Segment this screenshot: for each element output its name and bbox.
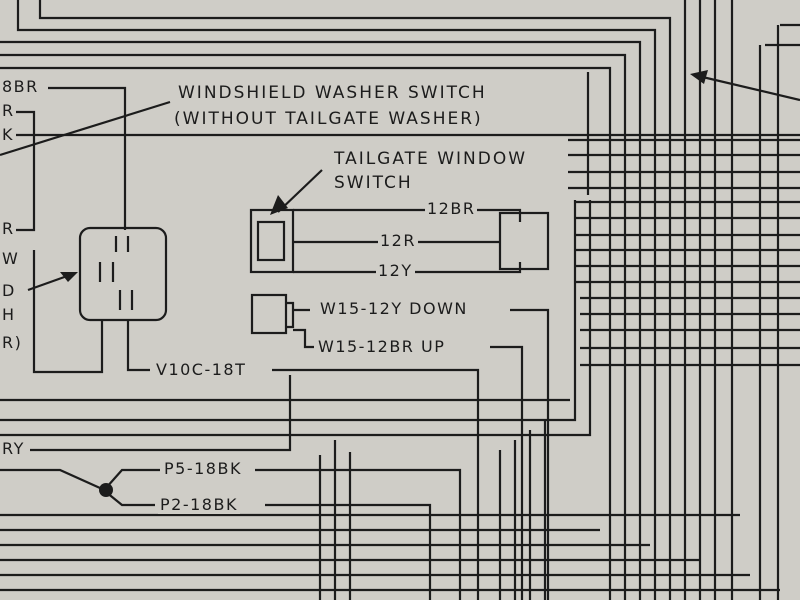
edge-label-ry: RY <box>2 439 25 458</box>
top-right-leader <box>693 73 800 102</box>
washer-switch-lead-left <box>32 250 104 374</box>
wire-frame-4 <box>0 53 627 600</box>
arrowhead-washer <box>60 272 78 282</box>
wire-label-12r: 12R <box>378 231 418 250</box>
wire-12br <box>293 208 522 222</box>
wire-p2 <box>105 491 432 600</box>
edge-label-8br: 8BR <box>2 77 39 96</box>
wire-low-2 <box>30 375 292 452</box>
washer-switch-contact-a <box>114 236 130 252</box>
wire-12y <box>293 262 522 274</box>
wire-frame-3 <box>0 40 642 600</box>
washer-switch-contact-c <box>118 290 134 310</box>
washer-leader-arrow <box>27 273 71 292</box>
wire-r-top <box>16 110 36 232</box>
edge-label-h: H <box>2 305 16 324</box>
tailgate-switch-title-2: SWITCH <box>334 173 413 193</box>
wire-up <box>293 328 524 600</box>
wire-frame-1 <box>38 0 672 600</box>
wire-label-12y: 12Y <box>376 261 415 280</box>
washer-switch-contact-b <box>98 262 115 282</box>
grid-v2 <box>0 200 592 437</box>
washer-switch-note: (WITHOUT TAILGATE WASHER) <box>174 109 483 129</box>
wire-label-p5: P5-18BK <box>162 459 244 478</box>
wire-label-v10c: V10C-18T <box>154 360 249 379</box>
tailgate-motor-box <box>498 211 550 271</box>
arrowhead-tailgate <box>270 195 288 215</box>
edge-label-d: D <box>2 281 16 300</box>
edge-label-k: K <box>2 125 14 144</box>
wire-down <box>293 308 550 600</box>
wire-v10c <box>272 368 480 600</box>
edge-label-r2: R <box>2 219 15 238</box>
washer-switch-title: WINDSHIELD WASHER SWITCH <box>178 83 487 103</box>
grid-v1 <box>0 200 577 422</box>
wire-8br <box>48 86 127 230</box>
window-lift-switch-tab <box>286 301 295 329</box>
washer-switch-lead-t <box>126 320 150 372</box>
edge-label-w: W <box>2 249 20 268</box>
window-lift-switch <box>250 293 288 335</box>
edge-label-r3: R) <box>2 333 23 352</box>
tailgate-switch-plug <box>256 220 286 262</box>
wire-label-up: W15-12BR UP <box>316 337 448 356</box>
washer-switch-body <box>78 226 168 322</box>
splice-junction <box>99 483 113 497</box>
wire-frame-5 <box>0 66 612 600</box>
wire-label-12br: 12BR <box>425 199 478 218</box>
wire-label-down: W15-12Y DOWN <box>318 299 470 318</box>
wire-label-p2: P2-18BK <box>158 495 240 514</box>
arrowhead-top-right <box>690 70 708 84</box>
wire-low-3 <box>0 468 101 490</box>
tailgate-switch-title-1: TAILGATE WINDOW <box>334 149 528 169</box>
wire-p5 <box>105 468 462 600</box>
edge-label-r1: R <box>2 101 15 120</box>
washer-leader-from-title <box>0 100 171 157</box>
